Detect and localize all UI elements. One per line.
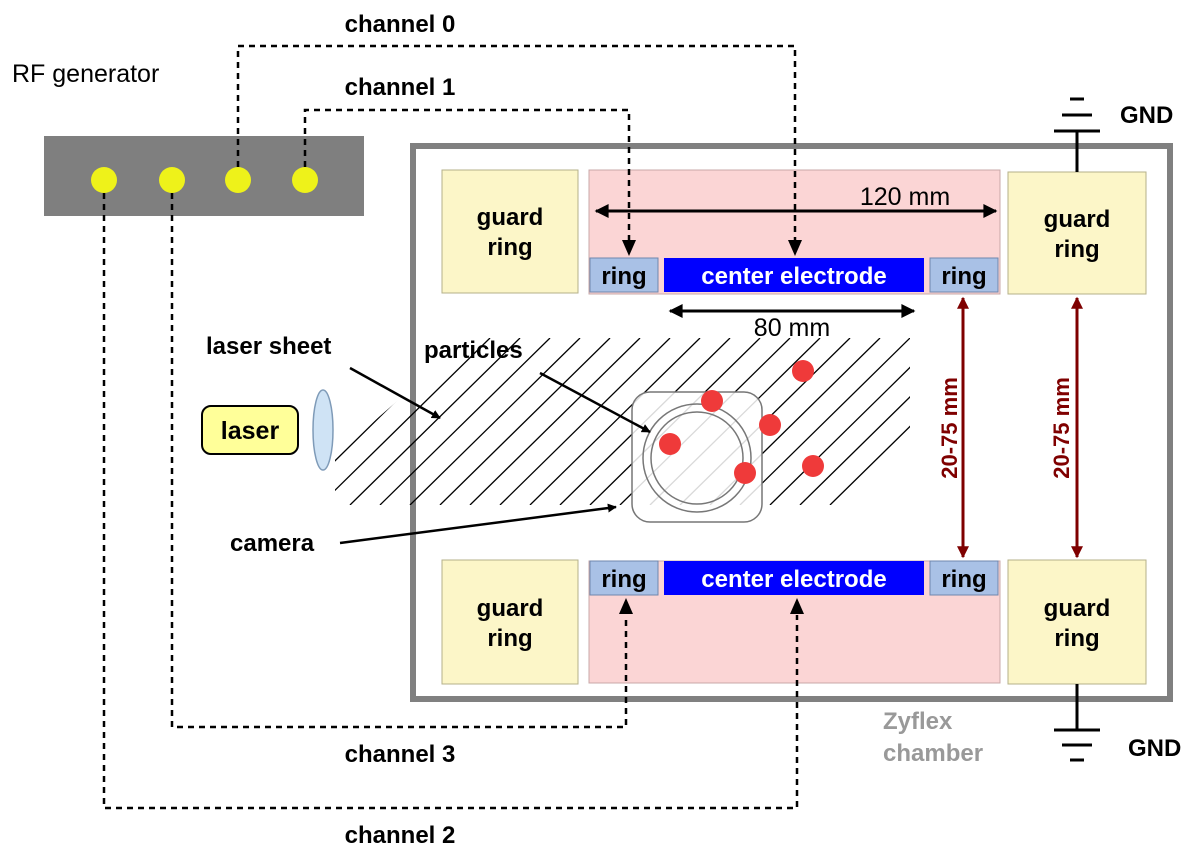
laser-sheet-pointer [349, 366, 441, 420]
terminal-channel-3 [159, 167, 185, 193]
ring-bottom-left [589, 560, 659, 596]
center-electrode-top-label: center electrode [701, 263, 886, 290]
camera-icon [631, 391, 763, 523]
dimension-80mm-label: 80 mm [754, 314, 830, 342]
terminal-channel-2 [91, 167, 117, 193]
channel-0-label: channel 0 [345, 11, 456, 38]
channel-2-wire [102, 193, 799, 810]
terminal-channel-0 [225, 167, 251, 193]
rf-generator-label: RF generator [12, 60, 159, 88]
channel-2-label: channel 2 [345, 822, 456, 849]
particle [802, 455, 824, 477]
channel-3-label: channel 3 [345, 741, 456, 768]
chamber-outline [410, 143, 1173, 702]
ground-bottom-icon [1054, 728, 1100, 762]
gap-dimension-right-label: 20-75 mm [1049, 377, 1074, 479]
ring-top-right-label: ring [941, 263, 986, 290]
ring-top-left-label: ring [601, 263, 646, 290]
ground-bottom-label: GND [1128, 735, 1181, 762]
channel-3-wire [170, 193, 628, 729]
ring-top-right [929, 257, 999, 293]
guard-ring-top-right-label-2: ring [1054, 236, 1099, 263]
channel-1-arrowhead [622, 240, 636, 256]
guard-ring-top-right-label-1: guard [1044, 206, 1111, 233]
center-electrode-bottom [664, 561, 924, 595]
guard-ring-top-left-label-1: guard [477, 204, 544, 231]
guard-ring-top-left [441, 169, 579, 294]
laser-label: laser [221, 417, 280, 445]
channel-1-label: channel 1 [345, 74, 456, 101]
gap-dimension-left-label: 20-75 mm [937, 377, 962, 479]
lens-icon [312, 389, 334, 471]
camera-pointer [339, 503, 617, 545]
particles-label: particles [424, 337, 523, 364]
guard-ring-bottom-right [1007, 559, 1147, 685]
particle [734, 462, 756, 484]
chamber-label-line1: Zyflex [883, 708, 953, 735]
particle [759, 414, 781, 436]
center-electrode-top [664, 258, 924, 292]
guard-ring-bottom-right-label-1: guard [1044, 595, 1111, 622]
chamber-label-line2: chamber [883, 740, 983, 767]
guard-ring-top-right [1007, 171, 1147, 295]
channel-0-arrowhead [788, 240, 802, 256]
particle [659, 433, 681, 455]
ground-top-icon [1054, 97, 1100, 133]
guard-ring-bottom-left-label-1: guard [477, 595, 544, 622]
laser-box [201, 405, 299, 455]
particle [701, 390, 723, 412]
particles-pointer [539, 371, 651, 434]
channel-3-arrowhead [619, 598, 633, 614]
guard-ring-bottom-left-label-2: ring [487, 625, 532, 652]
guard-ring-bottom-left [441, 559, 579, 685]
guard-ring-bottom-right-label-2: ring [1054, 625, 1099, 652]
ring-bottom-right [929, 560, 999, 596]
channel-0-wire [236, 44, 797, 243]
particle [792, 360, 814, 382]
laser-sheet-label: laser sheet [206, 333, 331, 360]
ring-top-left [589, 257, 659, 293]
guard-ring-top-left-label-2: ring [487, 234, 532, 261]
ring-bottom-left-label: ring [601, 566, 646, 593]
terminal-channel-1 [292, 167, 318, 193]
ground-top-label: GND [1120, 102, 1173, 129]
camera-label: camera [230, 530, 315, 557]
dimension-120mm-label: 120 mm [860, 183, 950, 211]
center-electrode-bottom-label: center electrode [701, 566, 886, 593]
channel-2-arrowhead [790, 598, 804, 614]
ring-bottom-right-label: ring [941, 566, 986, 593]
